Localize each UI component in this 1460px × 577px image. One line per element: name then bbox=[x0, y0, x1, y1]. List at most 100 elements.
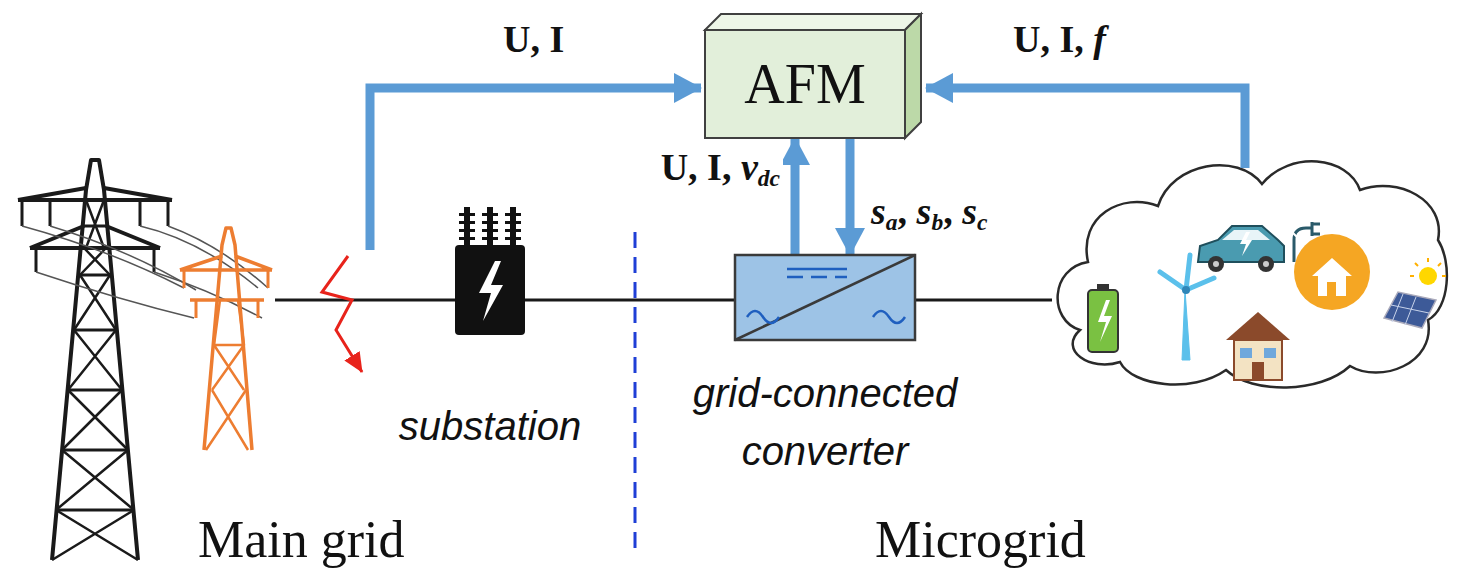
edge-label-part: b bbox=[931, 209, 943, 235]
overhead-wire bbox=[22, 226, 268, 318]
solar-panel-icon-part bbox=[1410, 258, 1446, 276]
ac-symbol bbox=[873, 311, 905, 323]
transformer-icon-part bbox=[510, 207, 516, 245]
overhead-wire-part bbox=[50, 226, 196, 290]
box-title: AFM bbox=[744, 56, 865, 112]
subscript: b bbox=[931, 209, 943, 235]
distribution-tower-part bbox=[184, 270, 268, 318]
signal-label: U, I bbox=[500, 18, 567, 62]
house-icon-part bbox=[1234, 340, 1282, 380]
solar-panel-icon bbox=[1384, 258, 1446, 328]
edge-label-part: dc bbox=[758, 165, 780, 191]
boundary-line bbox=[634, 232, 637, 555]
transformer-icon-part bbox=[505, 229, 521, 232]
battery-icon bbox=[1088, 284, 1118, 352]
dc-symbol bbox=[787, 269, 847, 277]
plug-icon-part bbox=[1312, 222, 1320, 236]
electric-car-icon-part bbox=[1213, 261, 1219, 267]
solar-panel-icon-part bbox=[1391, 294, 1429, 325]
symbol: s bbox=[917, 190, 932, 232]
edge-label: sa, sb, sc bbox=[868, 190, 990, 236]
edge-label: U, I, vdc bbox=[658, 146, 783, 192]
transformer-icon-part bbox=[479, 261, 503, 321]
wind-turbine-icon-part bbox=[1182, 290, 1190, 360]
distribution-tower-part bbox=[180, 256, 272, 300]
house-icon-part bbox=[1240, 348, 1252, 358]
text-run: U, I, bbox=[661, 146, 741, 188]
transformer-icon-part bbox=[505, 221, 521, 224]
edge-label-part: a bbox=[886, 209, 898, 235]
text-run: , bbox=[898, 190, 917, 232]
wind-turbine-icon bbox=[1160, 255, 1214, 360]
text-run: grid-connected converter bbox=[693, 371, 958, 473]
node-caption: substation bbox=[399, 397, 581, 455]
region-label: Main grid bbox=[195, 514, 408, 566]
transformer-icon-part bbox=[482, 229, 498, 232]
text-run: Main grid bbox=[198, 511, 405, 568]
transformer-icon-part bbox=[482, 213, 498, 216]
solar-panel-icon-part bbox=[1419, 267, 1437, 285]
transformer-icon-part bbox=[487, 207, 493, 245]
converter-box: grid-connected converter bbox=[735, 255, 915, 340]
fault-symbol bbox=[322, 256, 362, 372]
signal-label: U, I, f bbox=[1010, 18, 1109, 62]
symbol: s bbox=[962, 190, 977, 232]
overhead-wire-part bbox=[154, 272, 262, 318]
power-line bbox=[275, 299, 455, 302]
transmission-tower-part bbox=[56, 226, 134, 510]
node-outline bbox=[735, 255, 915, 340]
node-outline bbox=[705, 30, 905, 138]
box-side bbox=[905, 14, 921, 138]
converter-diagonal bbox=[735, 255, 915, 340]
box-front bbox=[705, 30, 905, 138]
overhead-wire-part bbox=[36, 272, 194, 318]
solar-house-icon-part bbox=[1292, 218, 1372, 240]
transformer-icon-part bbox=[464, 207, 470, 245]
distribution-tower bbox=[180, 228, 272, 450]
solar-house-icon-part bbox=[1312, 258, 1352, 296]
electric-car-icon bbox=[1198, 226, 1284, 272]
transformer-icon bbox=[455, 207, 525, 335]
signal-arrow bbox=[791, 138, 800, 255]
edge-label-part: c bbox=[977, 209, 987, 235]
transformer-icon-part bbox=[459, 221, 475, 224]
house-icon-part bbox=[1226, 312, 1290, 340]
power-line bbox=[915, 299, 1052, 302]
transformer-icon-part bbox=[459, 229, 475, 232]
transformer-icon-part bbox=[459, 213, 475, 216]
text-run: , bbox=[943, 190, 962, 232]
distribution-tower-part bbox=[206, 300, 248, 450]
region-label: Microgrid bbox=[872, 514, 1089, 566]
transformer-icon-part bbox=[482, 221, 498, 224]
solar-house-icon-part bbox=[1294, 234, 1370, 310]
symbol: s bbox=[871, 190, 886, 232]
electric-car-icon-part bbox=[1198, 226, 1284, 262]
afm-box: AFM bbox=[705, 30, 905, 138]
microgrid-cloud bbox=[1058, 161, 1447, 387]
substation-transformer: substation bbox=[455, 205, 525, 335]
symbol: f bbox=[1093, 18, 1106, 60]
subscript: c bbox=[977, 209, 987, 235]
node-caption: grid-connected converter bbox=[635, 364, 1015, 480]
electric-car-icon-part bbox=[1240, 232, 1252, 256]
symbol: v bbox=[741, 146, 758, 188]
house-icon bbox=[1226, 312, 1290, 380]
text-run: AFM bbox=[744, 53, 865, 115]
power-line bbox=[525, 299, 735, 302]
transmission-tower-part bbox=[52, 160, 138, 560]
battery-icon-part bbox=[1098, 300, 1112, 342]
text-run: U, I, bbox=[1013, 18, 1093, 60]
box-top bbox=[705, 14, 921, 30]
solar-house-icon bbox=[1292, 218, 1372, 310]
solar-panel-icon-part bbox=[1384, 292, 1436, 328]
transformer-icon-part bbox=[505, 237, 521, 240]
text-run: U, I bbox=[503, 18, 564, 60]
converter-body bbox=[735, 255, 915, 340]
house-icon-part bbox=[1252, 362, 1264, 380]
electric-car-icon-part bbox=[1208, 256, 1224, 272]
ac-symbol bbox=[747, 311, 779, 323]
node-outline bbox=[455, 205, 525, 335]
text-run: substation bbox=[399, 404, 581, 448]
